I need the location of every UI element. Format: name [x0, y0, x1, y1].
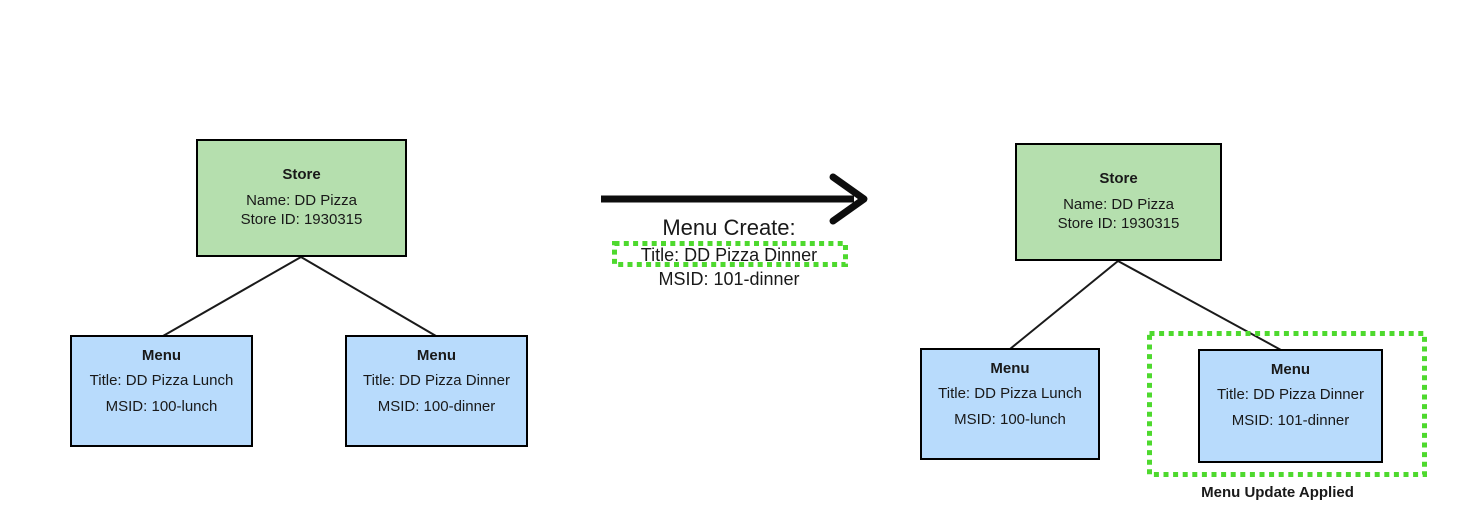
connector-before-store-to-lunch-menu [162, 256, 302, 337]
after-menu-lunch-node: Menu Title: DD Pizza Lunch MSID: 100-lun… [920, 348, 1100, 460]
menu-title-line: Title: DD Pizza Lunch [89, 372, 234, 389]
menu-node-title: Menu [141, 347, 182, 364]
menu-node-title: Menu [416, 347, 457, 364]
connector-after-store-to-dinner-menu [1117, 260, 1282, 351]
menu-msid-line: MSID: 100-lunch [105, 398, 218, 415]
before-menu-dinner-node: Menu Title: DD Pizza Dinner MSID: 100-di… [345, 335, 528, 447]
after-store-node: Store Name: DD Pizza Store ID: 1930315 [1015, 143, 1222, 261]
menu-title-line: Title: DD Pizza Lunch [938, 385, 1082, 402]
menu-msid-line: MSID: 100-dinner [377, 398, 496, 415]
menu-node-title: Menu [1270, 361, 1311, 378]
store-name-line: Name: DD Pizza [246, 192, 357, 209]
connector-before-store-to-dinner-menu [300, 256, 437, 337]
store-id-line: Store ID: 1930315 [1057, 215, 1180, 232]
before-store-node: Store Name: DD Pizza Store ID: 1930315 [196, 139, 407, 257]
menu-update-applied-caption: Menu Update Applied [1201, 484, 1354, 501]
store-node-title: Store [1099, 170, 1138, 187]
menu-title-line: Title: DD Pizza Dinner [1217, 386, 1364, 403]
after-menu-dinner-node: Menu Title: DD Pizza Dinner MSID: 101-di… [1198, 349, 1383, 463]
menu-title-line: Title: DD Pizza Dinner [363, 372, 510, 389]
menu-create-heading: Menu Create: [662, 215, 796, 240]
menu-msid-line: MSID: 101-dinner [1231, 412, 1350, 429]
menu-create-title-field: Title: DD Pizza Dinner [640, 245, 818, 265]
store-id-line: Store ID: 1930315 [240, 211, 363, 228]
connector-after-store-to-lunch-menu [1009, 260, 1119, 350]
menu-node-title: Menu [990, 360, 1030, 377]
menu-msid-line: MSID: 100-lunch [954, 411, 1066, 428]
before-menu-lunch-node: Menu Title: DD Pizza Lunch MSID: 100-lun… [70, 335, 253, 447]
menu-create-msid-field: MSID: 101-dinner [658, 269, 800, 289]
store-name-line: Name: DD Pizza [1063, 196, 1174, 213]
store-node-title: Store [282, 166, 321, 183]
